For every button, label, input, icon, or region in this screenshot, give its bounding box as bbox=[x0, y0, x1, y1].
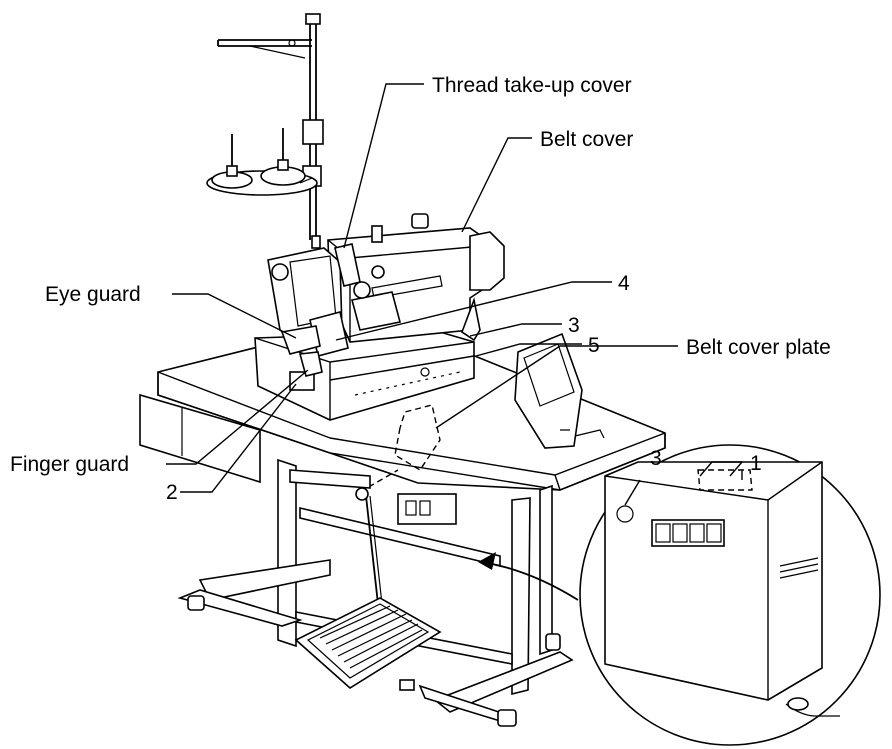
label-finger-guard: Finger guard bbox=[10, 453, 129, 476]
control-panel bbox=[514, 332, 605, 449]
label-number-1: 1 bbox=[750, 452, 762, 475]
label-number-3: 3 bbox=[568, 314, 580, 337]
label-number-4: 4 bbox=[618, 272, 630, 295]
label-number-2: 2 bbox=[166, 481, 178, 504]
label-thread-takeup-cover: Thread take-up cover bbox=[432, 74, 632, 97]
leader-lines bbox=[166, 83, 743, 506]
label-eye-guard: Eye guard bbox=[45, 283, 141, 306]
label-belt-cover-plate: Belt cover plate bbox=[686, 336, 831, 359]
thread-stand bbox=[206, 13, 324, 240]
label-belt-cover: Belt cover bbox=[540, 128, 633, 151]
label-number-5: 5 bbox=[588, 334, 600, 357]
table-stand bbox=[177, 458, 574, 727]
detail-arrow bbox=[478, 552, 579, 601]
label-number-3-box: 3 bbox=[650, 447, 662, 470]
control-box-detail bbox=[579, 444, 881, 746]
